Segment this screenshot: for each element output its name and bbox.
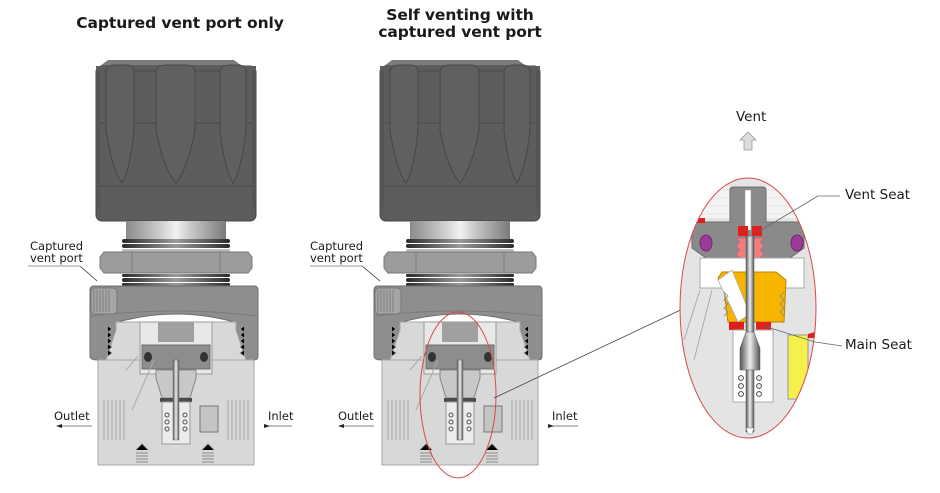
panel-title-line-1: Self venting with bbox=[386, 6, 534, 24]
callout-leader-left bbox=[79, 265, 98, 282]
inlet-label-mid: Inlet bbox=[552, 409, 578, 423]
outlet-arrow-left bbox=[56, 424, 92, 428]
vent-label: Vent bbox=[736, 109, 767, 125]
panel-title-line-2: captured vent port bbox=[378, 23, 542, 41]
panel-title-captured-only: Captured vent port only bbox=[76, 14, 284, 32]
vent-seat-label: Vent Seat bbox=[845, 187, 911, 203]
callout-line-1: Captured bbox=[310, 239, 364, 253]
regulator-captured-only bbox=[89, 59, 259, 466]
callout-line-2: vent port bbox=[310, 251, 363, 265]
main-seat-leader-tail bbox=[814, 341, 843, 347]
outlet-label-left: Outlet bbox=[54, 409, 90, 423]
highlight-ellipse-large bbox=[679, 177, 817, 439]
callout-line-2: vent port bbox=[30, 251, 83, 265]
callout-leader-mid bbox=[361, 265, 381, 282]
main-seat-leader bbox=[763, 325, 816, 343]
regulator-self-venting bbox=[373, 59, 543, 466]
inlet-arrow-left bbox=[264, 424, 292, 428]
highlight-ellipse-small bbox=[419, 311, 497, 479]
main-seat-label: Main Seat bbox=[845, 337, 912, 353]
outlet-label-mid: Outlet bbox=[338, 409, 374, 423]
inlet-label-left: Inlet bbox=[268, 409, 294, 423]
vent-seat-leader bbox=[757, 195, 819, 233]
zoom-connector-line bbox=[493, 297, 707, 399]
outlet-arrow-mid bbox=[338, 424, 374, 428]
detail-inset bbox=[679, 177, 817, 439]
inlet-arrow-mid bbox=[548, 424, 578, 428]
callout-line-1: Captured bbox=[30, 239, 84, 253]
callout-captured-vent-port-left: Captured vent port bbox=[30, 240, 83, 264]
panel-title-self-venting: Self venting with captured vent port bbox=[360, 7, 560, 41]
vent-arrow-icon bbox=[739, 131, 757, 151]
callout-captured-vent-port-mid: Captured vent port bbox=[310, 240, 363, 264]
